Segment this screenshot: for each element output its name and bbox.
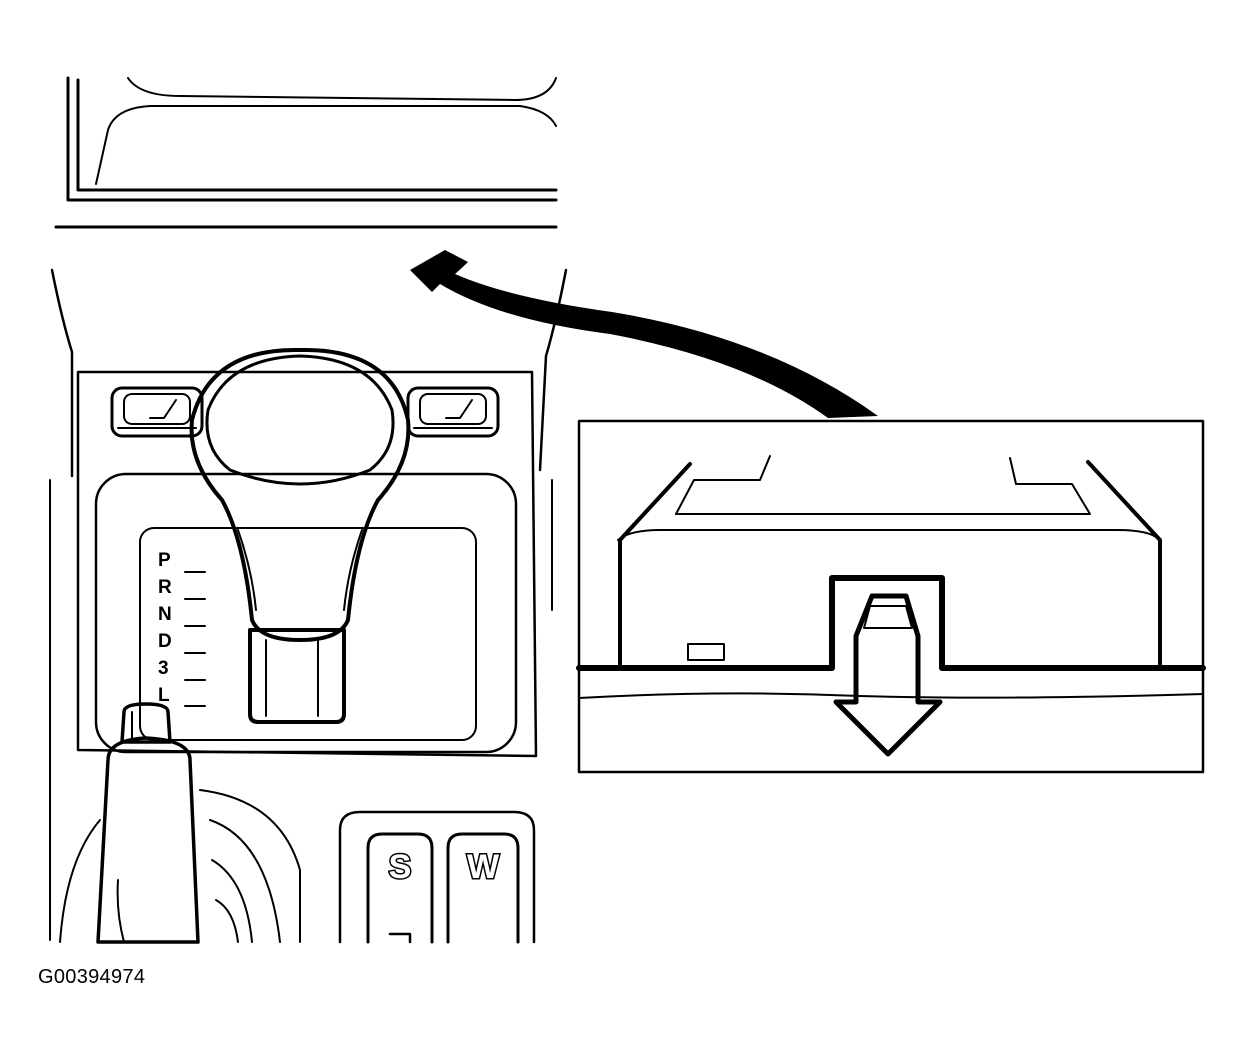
gear-label-p: P <box>158 550 171 571</box>
shift-knob <box>189 347 411 642</box>
center-console <box>49 268 568 941</box>
winter-button-label: W <box>467 848 500 886</box>
gear-label-r: R <box>158 577 172 598</box>
gear-label-l: L <box>158 685 170 706</box>
removed-trim-panel <box>54 76 558 229</box>
gear-label-3: 3 <box>158 658 169 679</box>
release-tab-arrow <box>833 593 943 757</box>
winter-mode-button[interactable]: W <box>446 832 520 944</box>
gear-label-d: D <box>158 631 172 652</box>
figure-id-label: G00394974 <box>38 966 146 988</box>
shift-indicator-plate <box>94 472 518 754</box>
sport-mode-button[interactable]: S <box>366 832 434 944</box>
sport-button-label: S <box>389 848 412 886</box>
parking-brake-handle[interactable] <box>96 702 200 944</box>
lower-console-trim <box>59 789 301 943</box>
mode-switch-panel <box>338 810 536 944</box>
removal-direction-arrow <box>410 250 878 418</box>
detail-inset <box>576 419 1206 774</box>
seat-heater-switch-left[interactable] <box>110 386 204 438</box>
gear-label-n: N <box>158 604 172 625</box>
gear-position-labels: P R N D 3 L <box>158 550 206 707</box>
shift-lever[interactable] <box>189 347 411 724</box>
seat-heater-switch-right[interactable] <box>406 386 500 438</box>
